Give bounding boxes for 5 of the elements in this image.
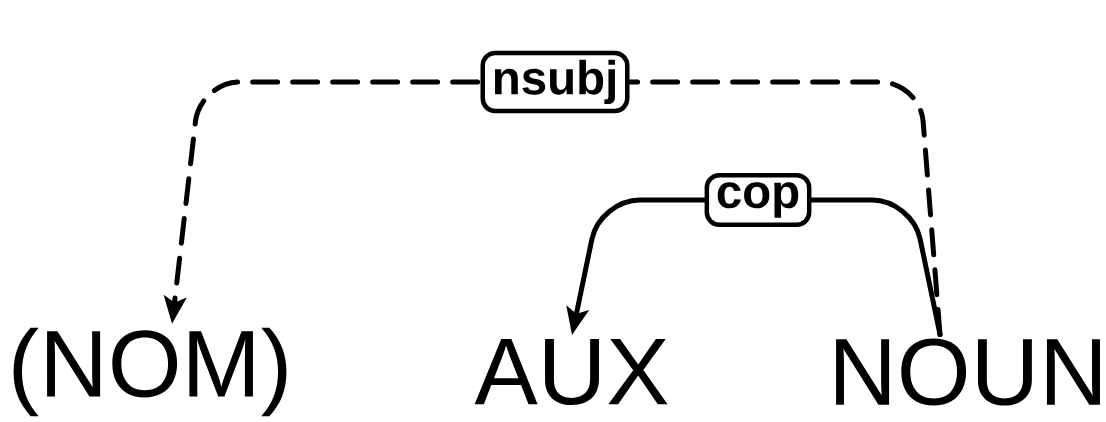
pos-tag: (NOM) (13, 327, 287, 417)
pos-tag: AUX (474, 338, 668, 406)
edge-label: nsubj (480, 50, 630, 114)
edge-label: cop (704, 173, 812, 227)
pos-tag: NOUN (836, 338, 1100, 406)
